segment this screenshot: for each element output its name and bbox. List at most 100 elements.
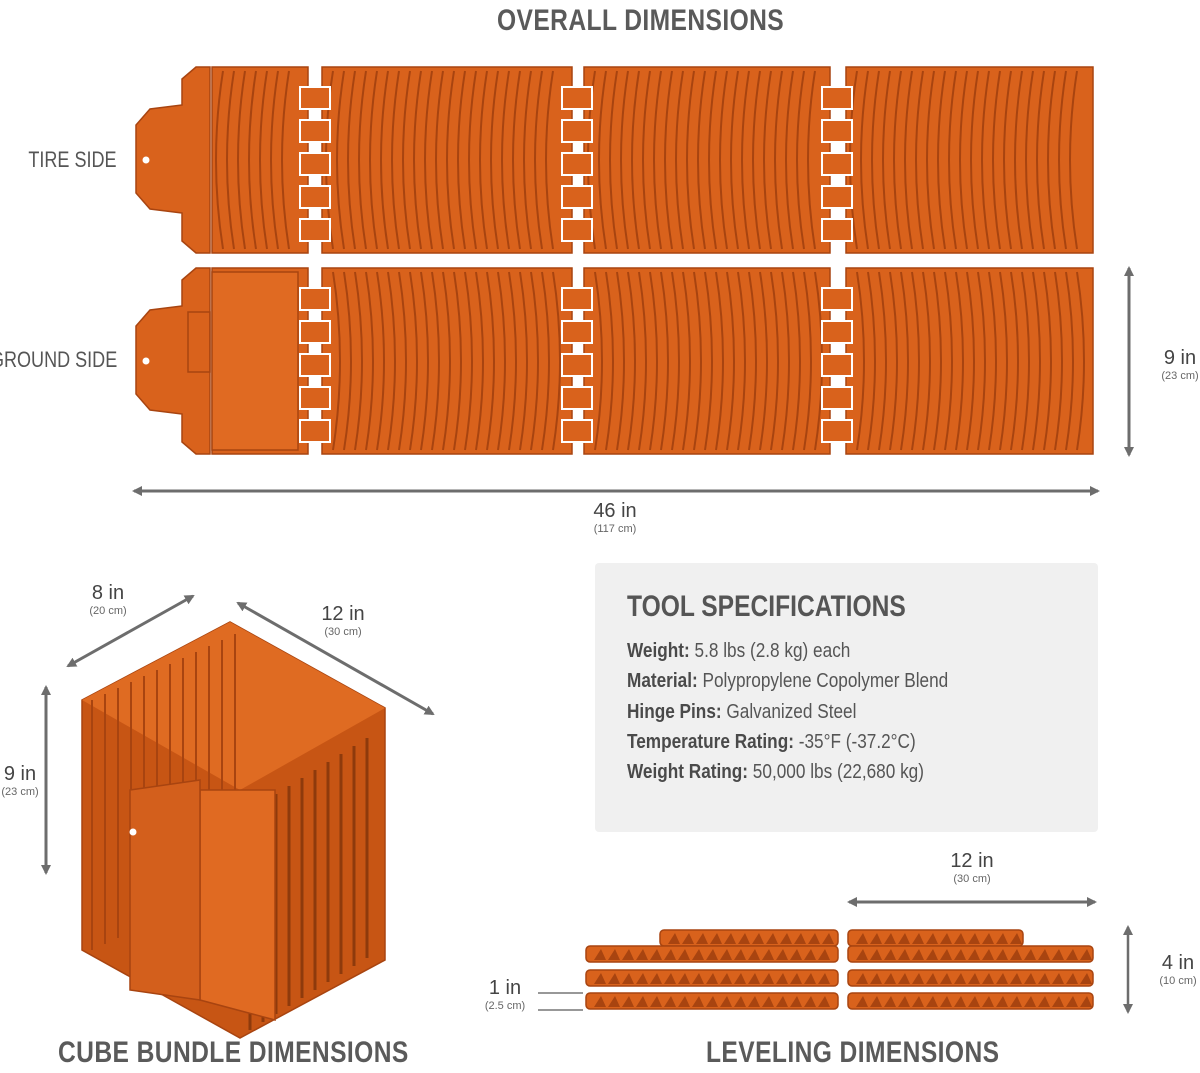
tread-groove xyxy=(959,70,968,250)
tread-groove xyxy=(475,271,484,451)
tread-groove xyxy=(1025,70,1034,250)
tread-groove xyxy=(1032,271,1041,451)
leveling-tooth xyxy=(1066,949,1078,960)
specifications-title: TOOL SPECIFICATIONS xyxy=(627,590,906,623)
hinge-knuckle xyxy=(561,218,593,242)
leveling-tooth xyxy=(912,996,924,1007)
cube-side-panel xyxy=(129,779,201,1001)
tire-side-tread xyxy=(135,66,1094,254)
leveling-tooth xyxy=(734,996,746,1007)
hinge-knuckle xyxy=(299,119,331,143)
tread-groove xyxy=(453,271,462,451)
leveling-tooth xyxy=(622,949,634,960)
tread-groove xyxy=(988,271,997,451)
leveling-tooth xyxy=(856,949,868,960)
tread-groove xyxy=(867,271,876,451)
tread-groove xyxy=(442,271,451,451)
leveling-tooth xyxy=(762,949,774,960)
leveling-tooth xyxy=(940,973,952,984)
hinge-knuckle xyxy=(299,185,331,209)
leveling-tooth xyxy=(926,996,938,1007)
tread-groove xyxy=(966,271,975,451)
tread-groove xyxy=(420,271,429,451)
tread-groove xyxy=(911,271,920,451)
leveling-tooth xyxy=(804,973,816,984)
leveling-tooth xyxy=(790,949,802,960)
tread-groove xyxy=(1076,271,1085,451)
tread-groove xyxy=(347,70,356,250)
hinge-knuckle xyxy=(561,287,593,311)
leveling-tooth xyxy=(720,996,732,1007)
leveling-tooth xyxy=(1010,933,1022,944)
leveling-tooth xyxy=(650,996,662,1007)
leveling-tooth xyxy=(1024,996,1036,1007)
hinge-knuckle xyxy=(299,353,331,377)
leveling-tooth xyxy=(668,933,680,944)
leveling-tooth xyxy=(1066,996,1078,1007)
leveling-tooth xyxy=(968,996,980,1007)
tread-groove xyxy=(1021,271,1030,451)
tread-groove xyxy=(1047,70,1056,250)
hinge-knuckle xyxy=(821,419,853,443)
hinge-knuckle xyxy=(821,353,853,377)
leveling-tooth xyxy=(804,996,816,1007)
leveling-tooth xyxy=(1024,949,1036,960)
tread-groove xyxy=(552,271,561,451)
tread-groove xyxy=(803,271,812,451)
leveling-tooth xyxy=(1038,949,1050,960)
hinge-knuckle xyxy=(821,386,853,410)
tread-groove xyxy=(708,70,717,250)
leveling-tooth xyxy=(1010,973,1022,984)
leveling-tooth xyxy=(678,996,690,1007)
tread-groove xyxy=(281,70,290,250)
tread-groove xyxy=(446,70,455,250)
hinge-knuckle xyxy=(299,218,331,242)
cube-bundle-illustration xyxy=(81,621,386,1039)
tread-groove xyxy=(534,70,543,250)
tread-groove xyxy=(726,271,735,451)
cube-front-panel xyxy=(199,789,276,1021)
tread-groove xyxy=(387,271,396,451)
tread-groove xyxy=(944,271,953,451)
cube-bundle-heading: CUBE BUNDLE DIMENSIONS xyxy=(58,1036,409,1069)
tread-groove xyxy=(737,271,746,451)
tread-groove xyxy=(402,70,411,250)
tread-groove xyxy=(424,70,433,250)
leveling-tooth xyxy=(594,996,606,1007)
leveling-tooth xyxy=(724,933,736,944)
tread-groove xyxy=(763,70,772,250)
tread-groove xyxy=(259,70,268,250)
hinge-knuckle xyxy=(821,86,853,110)
leveling-tooth xyxy=(1080,949,1092,960)
tread-groove xyxy=(365,271,374,451)
tread-groove xyxy=(435,70,444,250)
leveling-tooth xyxy=(650,973,662,984)
cube-hole xyxy=(129,828,137,836)
tread-groove xyxy=(409,271,418,451)
tread-groove xyxy=(730,70,739,250)
tread-groove xyxy=(1014,70,1023,250)
leveling-tooth xyxy=(968,973,980,984)
leveling-tooth xyxy=(926,949,938,960)
tread-groove xyxy=(748,271,757,451)
leveling-tooth xyxy=(622,996,634,1007)
leveling-tooth xyxy=(664,949,676,960)
tread-groove xyxy=(653,70,662,250)
tread-hole xyxy=(142,156,150,164)
tread-groove xyxy=(686,70,695,250)
leveling-tooth xyxy=(996,933,1008,944)
leveling-tooth xyxy=(622,973,634,984)
tread-groove xyxy=(770,271,779,451)
tread-groove xyxy=(343,271,352,451)
leveling-tooth xyxy=(940,949,952,960)
hinge-knuckle xyxy=(561,86,593,110)
leveling-tooth xyxy=(940,933,952,944)
tread-groove xyxy=(431,271,440,451)
tread-groove xyxy=(785,70,794,250)
leveling-tooth xyxy=(982,949,994,960)
leveling-tooth xyxy=(808,933,820,944)
leveling-tooth xyxy=(1010,949,1022,960)
leveling-tooth xyxy=(752,933,764,944)
tread-groove xyxy=(631,70,640,250)
leveling-tooth xyxy=(692,949,704,960)
